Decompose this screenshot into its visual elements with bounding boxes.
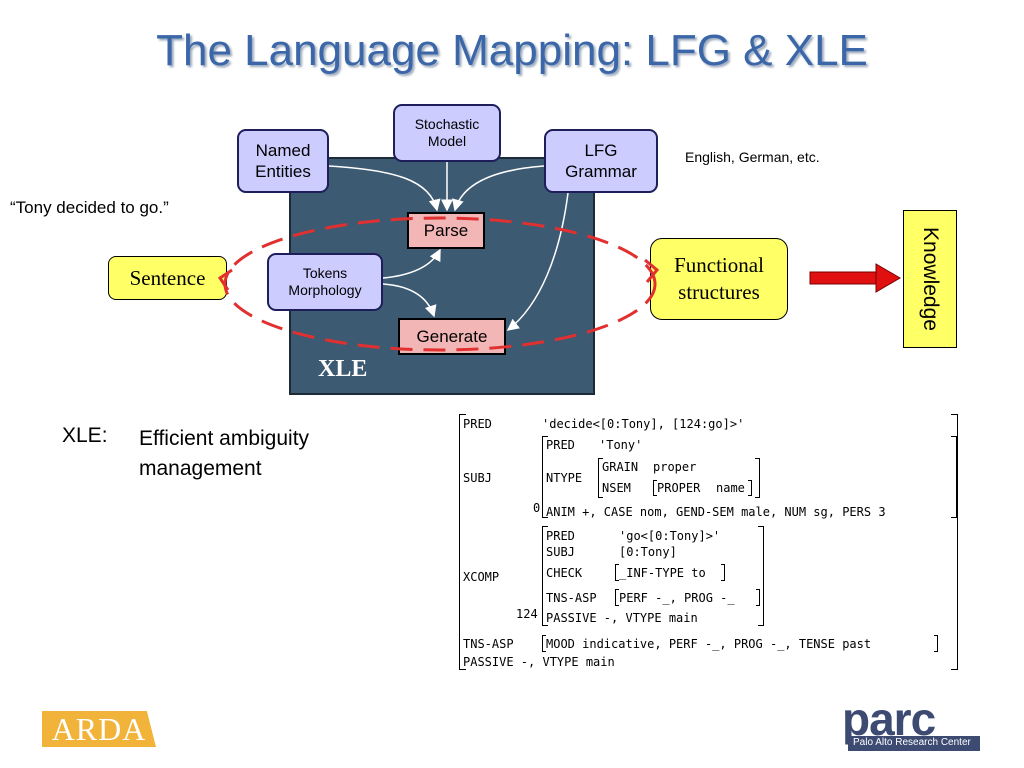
fs-check-val: _INF-TYPE to — [619, 566, 706, 580]
note-text: Efficient ambiguity management — [139, 424, 369, 484]
lfg-grammar-line-2: Grammar — [565, 162, 637, 181]
f-structure: PRED 'decide<[0:Tony], [124:go]>' SUBJ P… — [456, 412, 964, 674]
fs-nsem-bracket-right — [748, 480, 752, 496]
tokens-morphology-line-1: Tokens — [302, 264, 348, 281]
languages-note: English, German, etc. — [685, 149, 820, 165]
fs-proper-val: name — [716, 481, 745, 495]
tokens-morphology-line-2: Morphology — [288, 282, 362, 298]
slide-title: The Language Mapping: LFG & XLE — [156, 26, 868, 75]
fs-xcomp-bracket-left — [542, 526, 548, 626]
fs-subj-bracket-left — [542, 436, 548, 518]
arrow-lfg-to-parse — [452, 165, 545, 212]
fs-main-tnsasp-attr: TNS-ASP — [463, 637, 514, 651]
fs-ntype-attr: NTYPE — [546, 471, 583, 485]
sentence-box: Sentence — [108, 256, 227, 300]
fs-nsem-bracket-left — [653, 480, 657, 496]
xle-label: XLE — [318, 356, 368, 382]
lfg-grammar-box: LFG Grammar — [544, 129, 658, 193]
fs-ntype-bracket-left — [598, 458, 603, 498]
fs-main-passive: PASSIVE -, VTYPE main — [463, 655, 615, 669]
note-text-line-1: Efficient ambiguity — [139, 427, 310, 450]
fs-xcomp-index: 124 — [516, 607, 538, 621]
parc-logo-subtitle: Palo Alto Research Center — [853, 737, 971, 748]
fs-grain-val: proper — [653, 460, 697, 474]
arrow-tokens-to-generate — [382, 283, 437, 318]
loop-arrowhead-left — [217, 268, 233, 291]
arrow-named-to-parse — [328, 165, 441, 212]
fs-nsem-attr: NSEM — [602, 481, 631, 495]
fs-xcomp-tnsasp-bracket-right — [756, 589, 760, 606]
fs-outer-bracket-right — [951, 414, 958, 670]
fs-xcomp-pred-val: 'go<[0:Tony]>' — [619, 529, 721, 543]
fs-xcomp-pred-attr: PRED — [546, 529, 575, 543]
fs-subj-attr: SUBJ — [463, 471, 492, 485]
fs-main-tnsasp-bracket-left — [542, 635, 546, 652]
fs-subj-bracket-right — [951, 436, 957, 518]
fs-outer-bracket-left — [459, 414, 466, 670]
fs-grain-attr: GRAIN — [602, 460, 639, 474]
fs-xcomp-attr: XCOMP — [463, 570, 500, 584]
loop-ellipse — [223, 216, 657, 352]
fs-xcomp-subj-val: [0:Tony] — [619, 545, 677, 559]
fs-subj-pred-val: 'Tony' — [599, 438, 643, 452]
fs-xcomp-tnsasp-val: PERF -_, PROG -_ — [619, 591, 735, 605]
fs-xcomp-tnsasp-bracket-left — [615, 589, 619, 606]
note-label: XLE: — [62, 424, 108, 447]
lfg-grammar-line-1: LFG — [584, 140, 618, 160]
fs-xcomp-bracket-right — [758, 526, 764, 626]
fs-xcomp-passive: PASSIVE -, VTYPE main — [546, 611, 698, 625]
arrow-lfg-to-generate — [506, 192, 569, 331]
fs-check-attr: CHECK — [546, 566, 583, 580]
fs-subj-pred-attr: PRED — [546, 438, 575, 452]
fs-pred-attr: PRED — [463, 417, 492, 431]
fs-main-tnsasp-val: MOOD indicative, PERF -_, PROG -_, TENSE… — [546, 637, 872, 651]
fs-main-tnsasp-bracket-right — [934, 635, 938, 652]
fs-check-bracket-left — [615, 564, 619, 581]
note-text-line-2: management — [139, 457, 262, 480]
named-entities-line-1: Named — [255, 140, 311, 160]
parc-logo: parc — [842, 693, 936, 745]
functional-structures-line-2: structures — [678, 280, 760, 304]
generate-box: Generate — [398, 318, 506, 355]
parc-logo-bar — [848, 736, 980, 751]
fs-pred-val: 'decide<[0:Tony], [124:go]>' — [542, 417, 745, 431]
fs-xcomp-subj-attr: SUBJ — [546, 545, 575, 559]
stochastic-model-line-2: Model — [427, 133, 467, 149]
knowledge-arrow — [809, 263, 901, 293]
fs-ntype-bracket-right — [755, 458, 760, 498]
functional-structures-line-1: Functional — [674, 252, 764, 277]
fs-proper-attr: PROPER — [657, 481, 701, 495]
functional-structures-box: Functional structures — [650, 238, 788, 320]
fs-subj-misc: ANIM +, CASE nom, GEND-SEM male, NUM sg,… — [546, 505, 886, 519]
fs-check-bracket-right — [721, 564, 725, 581]
example-sentence: “Tony decided to go.” — [10, 198, 169, 217]
named-entities-line-2: Entities — [255, 162, 311, 181]
loop-arrowhead-right — [644, 258, 660, 283]
fs-subj-index: 0 — [533, 501, 541, 515]
arda-logo: ARDA — [42, 711, 156, 747]
fs-xcomp-tnsasp-attr: TNS-ASP — [546, 591, 597, 605]
stochastic-model-line-1: Stochastic — [414, 115, 480, 132]
arrow-tokens-to-parse — [382, 248, 441, 279]
knowledge-box: Knowledge — [903, 210, 957, 348]
